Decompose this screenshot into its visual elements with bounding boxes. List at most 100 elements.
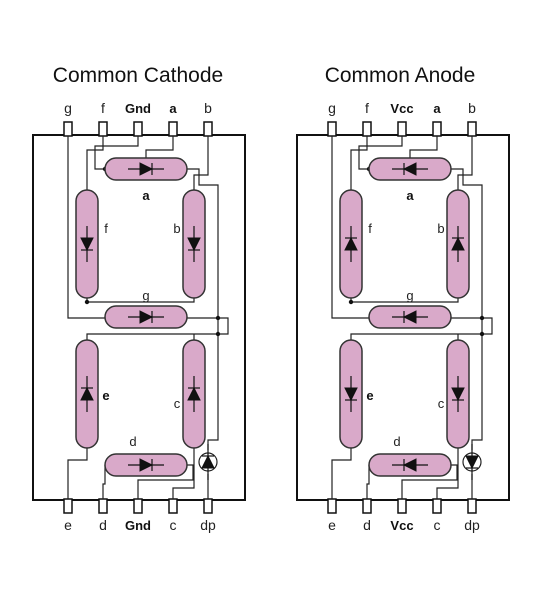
segment-label-a: a [142, 188, 150, 203]
diode-f-icon [344, 226, 358, 262]
pin-f-top-label: f [365, 100, 369, 116]
segment-label-g: g [406, 288, 413, 303]
pin-g-top-label: g [328, 100, 336, 116]
pin-common-bottom-label: Gnd [125, 518, 151, 533]
junction-dot [215, 331, 221, 337]
pin-e-bottom [327, 498, 337, 514]
pin-d-bottom [362, 498, 372, 514]
diode-c-icon [451, 376, 465, 412]
pin-f-top [98, 121, 108, 137]
diode-dp-icon [201, 444, 215, 480]
pin-c-bottom-label: c [170, 517, 177, 533]
pin-common-top [397, 121, 407, 137]
wire-common-right [187, 168, 219, 319]
pin-d-bottom [98, 498, 108, 514]
pin-b-top [203, 121, 213, 137]
decimal-point [198, 444, 218, 480]
pin-b-top-label: b [204, 100, 212, 116]
diode-e-icon [344, 376, 358, 412]
wire-b [193, 136, 209, 190]
junction-dot [479, 315, 485, 321]
segment-label-a: a [406, 188, 414, 203]
segment-label-c: c [438, 396, 445, 411]
pin-e-bottom-label: e [328, 517, 336, 533]
segment-label-d: d [129, 434, 136, 449]
pin-common-top [133, 121, 143, 137]
pin-b-top [467, 121, 477, 137]
diode-d-icon [128, 458, 164, 472]
wire-a [145, 136, 174, 158]
decimal-point [462, 444, 482, 480]
pin-common-top-label: Gnd [125, 101, 151, 116]
junction-dot [348, 299, 354, 305]
diode-b-icon [187, 226, 201, 262]
wire-c [436, 448, 459, 499]
diode-g-icon [392, 310, 428, 324]
pin-b-top-label: b [468, 100, 476, 116]
pin-e-bottom-label: e [64, 517, 72, 533]
diode-dp-icon [465, 444, 479, 480]
pin-d-bottom-label: d [363, 517, 371, 533]
segment-label-c: c [174, 396, 181, 411]
segment-label-b: b [437, 221, 444, 236]
segment-label-e: e [366, 388, 373, 403]
segment-label-b: b [173, 221, 180, 236]
pin-a-top [432, 121, 442, 137]
panel-title: Common Cathode [53, 64, 223, 87]
wire-common-top [94, 136, 139, 170]
pin-d-bottom-label: d [99, 517, 107, 533]
wire-d [366, 465, 370, 499]
wire-b [457, 136, 473, 190]
pin-c-bottom-label: c [434, 517, 441, 533]
diode-b-icon [451, 226, 465, 262]
wire-d [102, 465, 106, 499]
pin-dp-bottom [203, 498, 213, 514]
wire-common-bottom [137, 464, 194, 499]
pin-a-top [168, 121, 178, 137]
pin-dp-bottom-label: dp [464, 517, 480, 533]
segment-label-g: g [142, 288, 149, 303]
diode-c-icon [187, 376, 201, 412]
wire-g [331, 136, 369, 319]
pin-common-bottom [133, 498, 143, 514]
panel-title: Common Anode [325, 64, 476, 87]
wire-a [409, 136, 438, 158]
pin-a-top-label: a [433, 101, 441, 116]
wire-g [67, 136, 105, 319]
pin-c-bottom [168, 498, 178, 514]
wire-bus-link [482, 317, 493, 335]
diode-f-icon [80, 226, 94, 262]
segment-label-f: f [104, 221, 108, 236]
pin-common-bottom [397, 498, 407, 514]
segment-label-d: d [393, 434, 400, 449]
wire-e [331, 448, 352, 499]
junction-dot [215, 315, 221, 321]
junction-dot [479, 331, 485, 337]
pin-common-bottom-label: Vcc [390, 518, 413, 533]
diode-d-icon [392, 458, 428, 472]
pin-g-top [327, 121, 337, 137]
pin-e-bottom [63, 498, 73, 514]
pin-dp-bottom [467, 498, 477, 514]
pin-dp-bottom-label: dp [200, 517, 216, 533]
diode-g-icon [128, 310, 164, 324]
wire-common-ec [86, 333, 218, 340]
pin-g-top-label: g [64, 100, 72, 116]
diode-a-icon [128, 162, 164, 176]
wire-bus-link [218, 317, 229, 335]
wire-common-right [451, 168, 483, 319]
wire-c [172, 448, 195, 499]
pin-a-top-label: a [169, 101, 177, 116]
wire-common-bottom [401, 464, 458, 499]
segment-label-f: f [368, 221, 372, 236]
pin-common-top-label: Vcc [390, 101, 413, 116]
segment-label-e: e [102, 388, 109, 403]
diode-e-icon [80, 376, 94, 412]
pin-g-top [63, 121, 73, 137]
wire-e [67, 448, 88, 499]
wire-common-ec [350, 333, 482, 340]
junction-dot [84, 299, 90, 305]
